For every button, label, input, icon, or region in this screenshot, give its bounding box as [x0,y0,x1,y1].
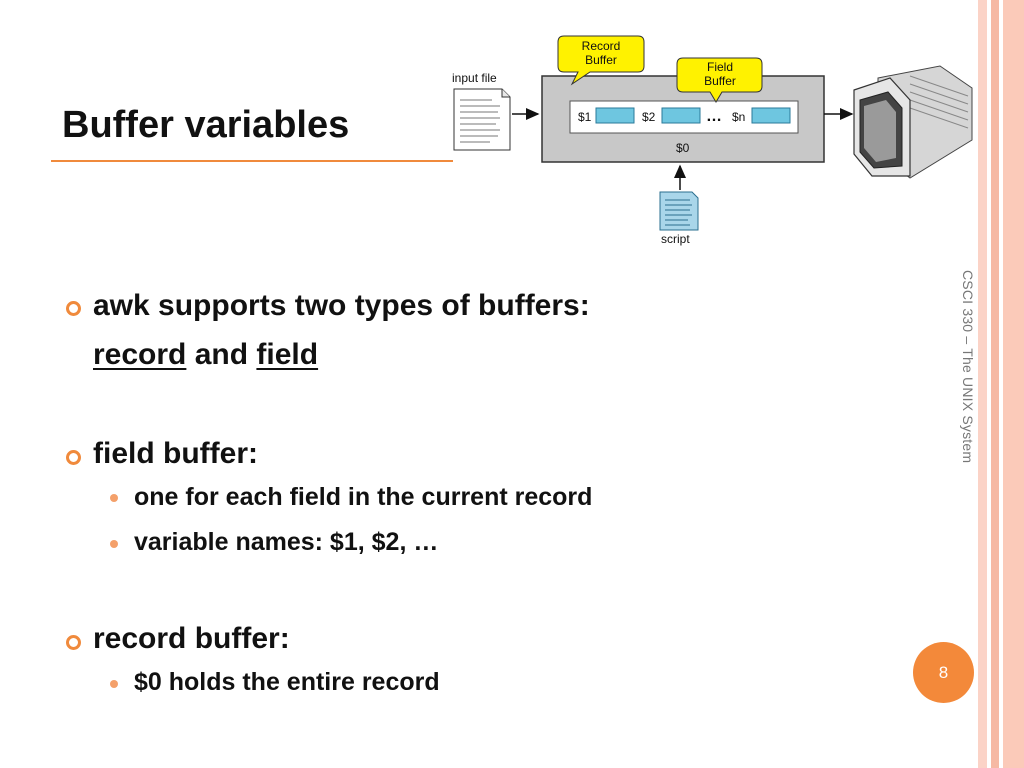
bullet-record-and-field: record and field [93,338,318,372]
field-ellipsis: … [706,108,722,125]
field-buffer-callout: Field Buffer [676,57,763,103]
decor-stripe [999,0,1003,768]
field-cell [751,107,791,124]
sub-bullet-variable-names: variable names: $1, $2, … [134,528,439,556]
sub-bullet-dot-icon [110,680,118,688]
word-and: and [194,338,249,371]
record-buffer-callout: Record Buffer [557,35,645,86]
input-file-label: input file [452,71,497,85]
script-file-icon [659,191,699,231]
title-underline [51,160,453,162]
term-record: record [93,338,187,371]
record-label: $0 [676,141,690,155]
field-label: $1 [578,110,592,124]
bullet-ring-icon [66,635,81,650]
input-file-icon [453,88,511,151]
callout-text: Buffer [585,53,617,67]
callout-text: Field [707,60,733,74]
decor-stripe [978,0,987,768]
course-label: CSCI 330 – The UNIX System [960,270,976,464]
decor-stripe [987,0,991,768]
page-number-badge: 8 [913,642,974,703]
bullet-ring-icon [66,450,81,465]
callout-text: Buffer [704,74,736,88]
monitor-icon [853,65,973,179]
field-label: $2 [642,110,656,124]
slide-title: Buffer variables [62,104,350,146]
field-cell [661,107,701,124]
decor-stripe [1003,0,1024,768]
bullet-field-buffer: field buffer: [93,437,258,470]
sub-bullet-dot-icon [110,494,118,502]
field-cell [595,107,635,124]
sub-bullet-dot-icon [110,540,118,548]
field-label: $n [732,110,745,124]
bullet-ring-icon [66,301,81,316]
sub-bullet-dollar-zero: $0 holds the entire record [134,668,440,696]
awk-buffer-diagram: input file $1 $2 … $n $0 [452,35,973,246]
bullet-awk-buffers: awk supports two types of buffers: [93,289,590,322]
script-label: script [661,232,690,246]
sub-bullet-field-each: one for each field in the current record [134,483,593,511]
term-field: field [256,338,319,371]
decor-stripe [991,0,999,768]
callout-text: Record [582,39,621,53]
bullet-record-buffer: record buffer: [93,622,290,655]
